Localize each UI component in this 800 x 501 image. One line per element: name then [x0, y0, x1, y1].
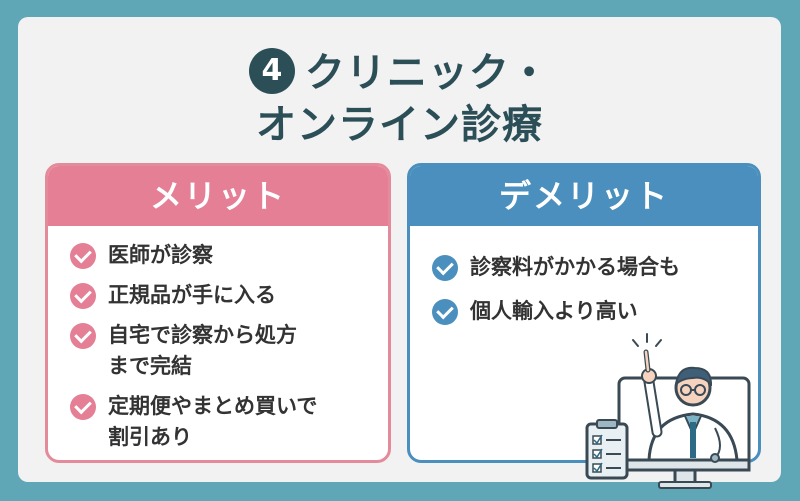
merit-item-text: 医師が診察: [108, 243, 213, 267]
merit-item: 自宅で診察から処方まで完結: [70, 320, 370, 382]
merit-heading: メリット: [48, 166, 388, 226]
merit-item: 定期便やまとめ買いで割引あり: [70, 391, 370, 453]
demerit-item-text: 診察料がかかる場合も: [470, 255, 680, 279]
demerit-list: 診察料がかかる場合も 個人輸入より高い: [410, 226, 758, 327]
merit-item-text: 正規品が手に入る: [108, 283, 276, 307]
step-number-badge: 4: [248, 48, 295, 94]
clipboard-checklist-icon: [585, 419, 629, 480]
title-text-1: クリニック・: [304, 50, 551, 96]
check-circle-icon: [70, 283, 96, 309]
demerit-item: 診察料がかかる場合も: [432, 252, 740, 283]
check-circle-icon: [70, 323, 96, 349]
check-circle-icon: [432, 255, 458, 281]
demerit-item: 個人輸入より高い: [432, 296, 740, 327]
merit-item-text: 自宅で診察から処方まで完結: [108, 323, 297, 378]
check-circle-icon: [70, 243, 96, 269]
merit-list: 医師が診察 正規品が手に入る 自宅で診察から処方まで完結 定期便やまとめ買いで割…: [48, 226, 388, 453]
title-line-2: オンライン診療: [256, 102, 543, 148]
merit-panel: メリット 医師が診察 正規品が手に入る 自宅で診察から処方まで完結 定期便やまと…: [45, 163, 391, 463]
merit-item-text: 定期便やまとめ買いで割引あり: [108, 394, 318, 449]
merit-item: 正規品が手に入る: [70, 280, 370, 311]
merit-item: 医師が診察: [70, 240, 370, 271]
demerit-heading: デメリット: [410, 166, 758, 226]
check-circle-icon: [70, 394, 96, 420]
demerit-item-text: 個人輸入より高い: [470, 299, 638, 323]
doctor-on-monitor-illustration: [585, 333, 751, 489]
check-circle-icon: [432, 299, 458, 325]
